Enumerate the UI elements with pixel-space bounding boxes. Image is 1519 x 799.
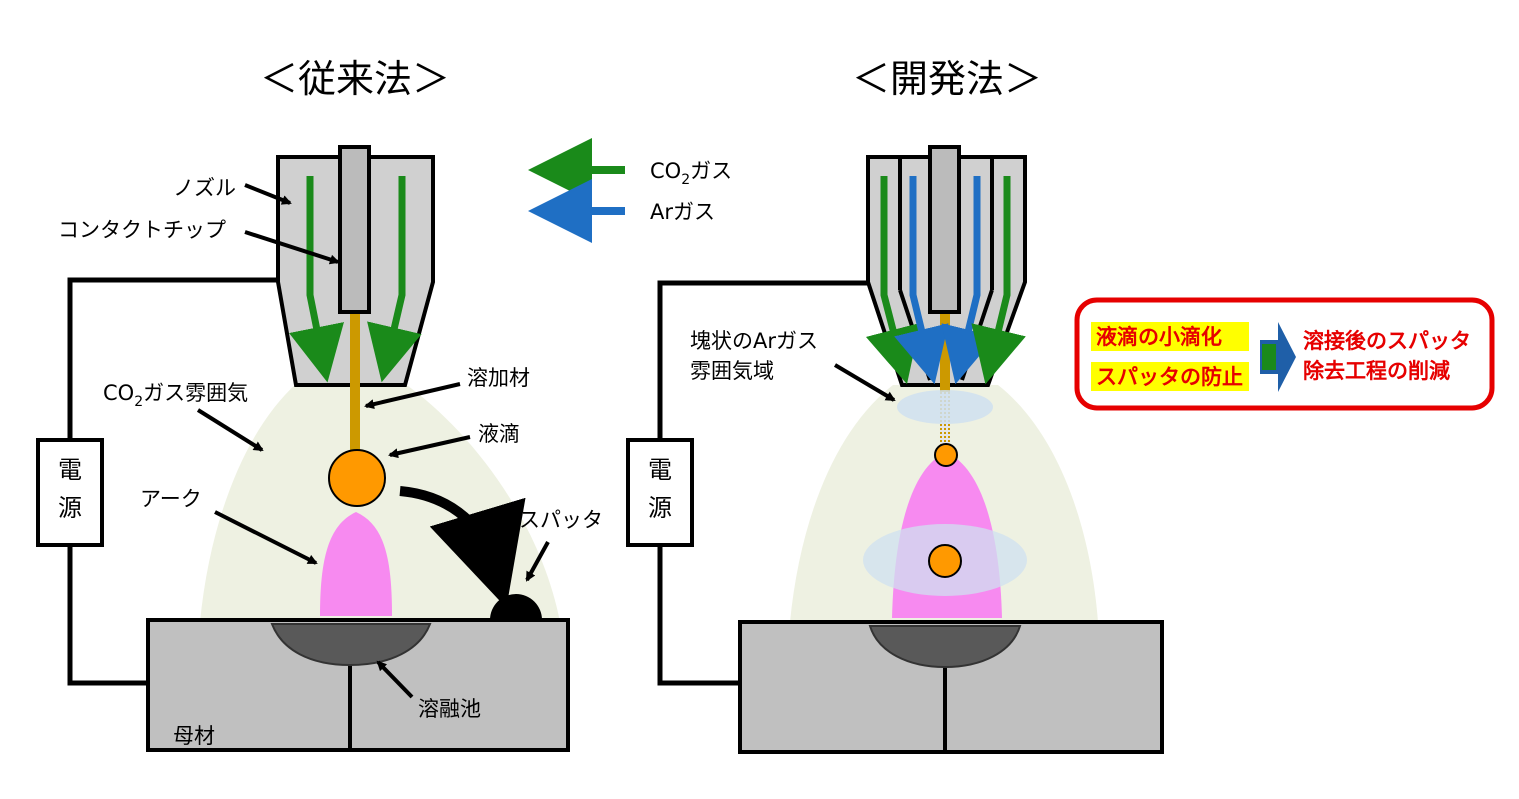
droplet-small-upper	[934, 443, 958, 467]
co2-flow-outer-right-icon	[971, 176, 1026, 385]
label-arc: アーク	[140, 487, 202, 511]
droplet	[328, 449, 386, 507]
effect2-text: 除去工程の削減	[1303, 359, 1450, 383]
legend: CO2ガス Arガス	[528, 138, 732, 243]
leader-arc	[214, 510, 318, 565]
label-base-metal: 母材	[173, 724, 215, 748]
circuit-wire-bottom-developed	[657, 545, 740, 686]
arc	[320, 512, 392, 616]
leader-spatter	[525, 541, 550, 582]
leader-contact-tip	[244, 230, 340, 265]
weld-pool	[270, 623, 432, 667]
spatter-trajectory-arrow-icon	[399, 486, 526, 608]
circuit-wire-top-developed	[657, 280, 930, 440]
leader-ar-region	[833, 363, 896, 402]
title-conventional: ＜従来法＞	[260, 57, 450, 101]
droplet-small-lower	[928, 544, 962, 578]
spatter	[490, 594, 542, 620]
legend-ar-label: Arガス	[650, 200, 715, 224]
leader-nozzle	[244, 183, 292, 205]
label-co2-atmosphere: CO2ガス雰囲気	[103, 381, 248, 410]
filler-wire-developed	[940, 312, 950, 392]
result-arrow-icon	[1260, 322, 1296, 392]
cause1-text: 液滴の小滴化	[1096, 325, 1222, 349]
label-spatter: スパッタ	[519, 508, 603, 532]
result-box: 液滴の小滴化 スパッタの防止 溶接後のスパッタ 除去工程の削減	[1074, 297, 1495, 411]
power-supply-label-1-developed: 電	[648, 456, 672, 484]
power-supply-box-developed	[626, 438, 694, 547]
power-supply-label-2-developed: 源	[648, 494, 672, 522]
label-ar-region-line1: 塊状のArガス	[690, 329, 818, 353]
effect1-text: 溶接後のスパッタ	[1303, 329, 1471, 353]
developed-diagram: 電 源 塊状のArガス 雰囲気域	[626, 145, 1164, 754]
power-supply-label-1: 電	[58, 456, 82, 484]
label-weld-pool: 溶融池	[418, 697, 481, 721]
weld-pool-developed	[868, 625, 1022, 669]
ar-flow-inner-left-icon	[894, 176, 949, 385]
leader-weld-pool	[376, 660, 414, 699]
power-supply-label-2: 源	[58, 494, 82, 522]
label-droplet: 液滴	[478, 422, 520, 446]
filler-wire	[350, 312, 360, 457]
cause1-highlight	[1091, 322, 1249, 351]
leader-co2-atmosphere	[196, 408, 264, 452]
power-supply-box	[36, 438, 104, 547]
result-arrow-inner	[1262, 344, 1276, 370]
cause2-highlight	[1091, 362, 1249, 391]
cause2-text: スパッタの防止	[1096, 365, 1243, 389]
label-filler: 溶加材	[467, 366, 530, 390]
circuit-wire-top	[67, 277, 340, 440]
circuit-wire-bottom	[67, 545, 148, 686]
label-contact-tip: コンタクトチップ	[58, 218, 226, 242]
co2-flow-right-icon	[367, 176, 422, 383]
leader-filler	[364, 382, 461, 410]
legend-co2-label: CO2ガス	[650, 159, 732, 188]
contact-tip	[338, 145, 371, 314]
leader-droplet	[388, 435, 471, 459]
co2-flow-left-icon	[289, 176, 344, 383]
contact-tip-developed	[928, 145, 961, 314]
label-ar-region-line2: 雰囲気域	[690, 359, 774, 383]
ar-flow-inner-right-icon	[941, 176, 996, 385]
title-developed: ＜開発法＞	[852, 57, 1042, 101]
ar-region-upper	[897, 390, 993, 424]
label-nozzle: ノズル	[173, 176, 236, 200]
conventional-diagram: 電 源 ノズル コンタクトチップ CO2ガス雰囲気 溶加材 液滴	[36, 145, 603, 752]
